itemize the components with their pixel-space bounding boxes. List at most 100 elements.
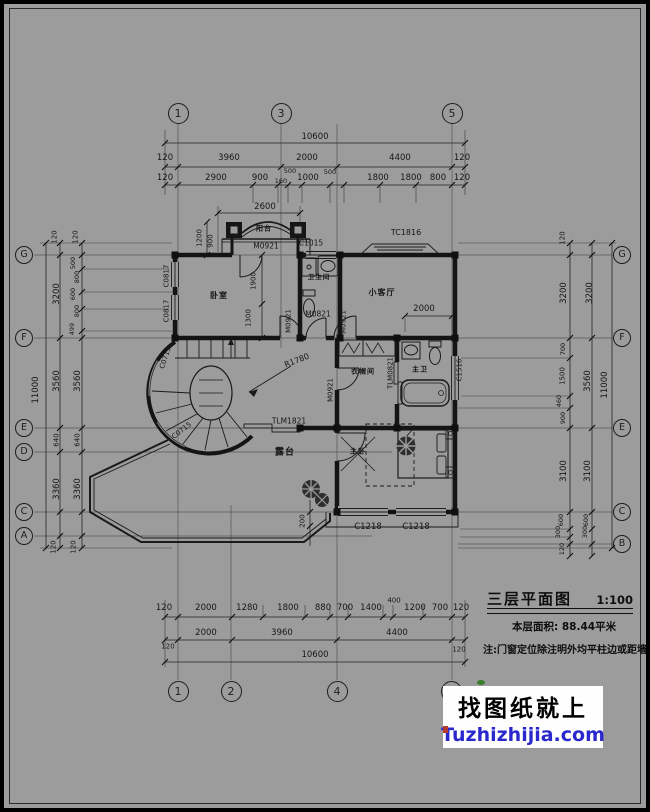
dimension-label: 880 [314,602,332,613]
dimension-label: 1300 [244,309,253,327]
component-tag: TLM1821 [271,416,307,426]
component-tag: C0715 [170,420,194,441]
grid-bubble-E: E [15,419,33,437]
dimension-label: 1800 [367,172,389,183]
dimension-label: 120 [453,152,471,163]
note-text: 注:门窗定位除注明外均平柱边或距墙 [483,645,647,656]
grid-bubble-D: D [15,443,33,461]
component-tag: M0921 [253,241,279,251]
dimension-label: 900 [251,172,269,183]
dimension-label: 900 [558,411,567,425]
room-label: 卧室 [210,291,228,300]
dimension-label: 460 [554,394,563,408]
dimension-label: 2600 [254,201,276,212]
dimension-label: 2000 [195,602,217,613]
dimension-label: 11000 [30,376,41,404]
dimension-label: 900 [206,234,215,248]
grid-bubble-2: 2 [220,680,242,702]
title-underline [487,608,633,614]
dimension-label: 3100 [558,460,569,482]
stray-mark-green [477,680,485,685]
grid-bubble-C: C [613,503,631,521]
drawing-title: 三层平面图 [487,590,573,608]
dimension-label: 120 [453,172,471,183]
grid-bubble-1: 1 [167,680,189,702]
dimension-label: 640 [52,433,61,447]
dimension-label: 120 [156,172,174,183]
dimension-label: 2900 [205,172,227,183]
dimension-label: 300 [580,525,589,539]
component-tag: C1516 [455,358,464,382]
grid-bubble-F: F [15,329,33,347]
dimension-label: 3960 [218,152,240,163]
floor-area-text: 本层面积: 88.44平米 [512,621,617,633]
dimension-label: 640 [73,433,82,447]
dimension-label: 1280 [236,602,258,613]
dimension-label: 3200 [558,282,569,304]
dimension-label: 1200 [404,602,426,613]
dimension-label: 160 [274,176,288,185]
dimension-label: 3560 [582,370,593,392]
dimension-label: 11000 [599,371,610,399]
columns [171,251,459,516]
dimension-label: 600 [68,287,77,301]
grid-bubble-A: A [15,527,33,545]
dimension-label: 800 [429,172,447,183]
component-tag: C0817 [162,299,171,323]
watermark-slogan: 找图纸就上 [458,695,588,722]
dimension-label: 400 [387,596,401,605]
room-label: 主卧 [350,447,366,456]
terrace-railing [89,439,331,543]
grid-bubble-F: F [613,329,631,347]
component-tag: TC1816 [390,228,422,237]
dimension-label: 1800 [400,172,422,183]
room-label: 主卫 [412,365,428,374]
dimension-label: 2000 [195,627,217,638]
dimension-label: 600 [581,513,590,527]
dimension-label: 500 [323,167,337,176]
dimension-label: 120 [156,152,174,163]
balcony [221,221,311,255]
grid-bubble-E: E [613,419,631,437]
dimension-label: 700 [558,342,567,356]
grid-bubble-4: 4 [326,680,348,702]
dimension-label: 200 [298,514,307,528]
dimension-label: 2000 [296,152,318,163]
dimension-label: 120 [558,231,567,245]
component-tag: C0817 [162,264,171,288]
dimension-label: 3200 [584,282,595,304]
sill-ledge [325,512,459,528]
spiral-staircase [151,338,292,451]
dimension-label: 10600 [301,131,329,142]
dimension-label: 499 [67,322,76,336]
dimension-label: 3360 [72,478,83,500]
component-tag: C1218 [402,521,430,532]
watermark-site-url: Tuzhizhijia.com [441,723,605,746]
watermark: 找图纸就上 Tuzhizhijia.com [441,686,605,748]
dimension-label: 120 [155,602,173,613]
dimension-label: 1400 [360,602,382,613]
dimension-label: 120 [50,230,59,244]
dimension-label: 3560 [51,370,62,392]
dimension-label: 700 [336,602,354,613]
stray-mark-red [443,726,448,733]
dimension-label: 10600 [301,649,329,660]
dimension-label: 120 [452,602,470,613]
dimension-label: 1000 [297,172,319,183]
dimension-label: 1200 [195,229,204,247]
dimension-label: 3200 [51,283,62,305]
dimension-label: 3100 [582,460,593,482]
bathroom-fixtures [301,255,450,407]
dimension-label: 300 [553,525,562,539]
plants [302,436,416,507]
grid-bubble-G: G [613,246,631,264]
component-tag: M0921 [339,310,348,334]
room-label: 阳台 [256,224,272,233]
component-tag: C0715 [158,345,173,370]
dimension-label: 4400 [389,152,411,163]
dimension-label: 3560 [72,370,83,392]
dimension-label: 700 [431,602,449,613]
grid-bubble-1: 1 [167,102,189,124]
drawing-scale: 1:100 [596,593,633,607]
